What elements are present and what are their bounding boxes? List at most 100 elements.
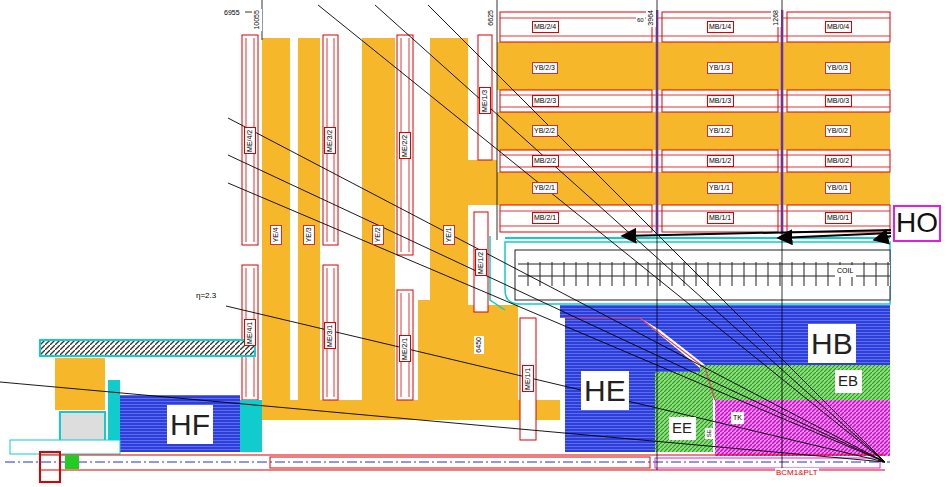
yoke-label: YB/0/2 — [825, 125, 851, 137]
subdetector-label: HO — [893, 205, 941, 242]
dimension-label: 3964 — [646, 9, 656, 27]
chamber-label: ME/4/1 — [244, 319, 256, 346]
chamber-label: MB/1/3 — [707, 95, 734, 107]
label-text: 6450 — [475, 337, 483, 353]
chamber-label: MB/2/4 — [532, 21, 559, 33]
dimension-label: 60 — [636, 16, 645, 25]
label-text: 10055 — [253, 10, 261, 29]
label-text: HF — [170, 408, 210, 441]
label-text: HO — [896, 208, 938, 239]
label-text: YE/1 — [445, 227, 453, 242]
yoke-label: YB/0/1 — [825, 182, 851, 194]
chamber-label: ME/1/3 — [479, 87, 491, 114]
yoke-label: YB/2/2 — [532, 125, 558, 137]
dimension-label: 10055 — [252, 9, 262, 31]
chamber-label: ME/3/1 — [324, 322, 336, 349]
chamber-label: ME/1/2 — [475, 249, 487, 276]
subdetector-label: HB — [808, 324, 856, 363]
label-text: MB/1/3 — [709, 97, 731, 105]
label-text: MB/0/3 — [827, 97, 849, 105]
dimension-label: 1268 — [771, 9, 781, 27]
label-text: MB/0/2 — [827, 157, 849, 165]
label-text: YB/2/1 — [534, 184, 555, 192]
chamber-label: MB/0/2 — [825, 155, 852, 167]
yoke-label: YE/4 — [270, 225, 282, 245]
yoke-label: YE/3 — [303, 225, 315, 245]
dimension-label: η=2.3 — [195, 291, 218, 302]
label-text: ME/4/1 — [246, 321, 254, 343]
subdetector-label: HE — [581, 371, 629, 410]
yoke-label: YE/1 — [443, 225, 455, 245]
subdetector-label: EB — [835, 370, 862, 393]
subdetector-label: HF — [167, 405, 213, 444]
chamber-label: MB/2/3 — [532, 95, 559, 107]
dimension-label: BCM1&PLT — [775, 468, 819, 479]
label-text: TK — [733, 414, 742, 422]
chamber-label: ME/3/2 — [324, 127, 336, 154]
yoke-label: YB/1/1 — [707, 182, 733, 194]
label-text: HB — [811, 327, 853, 360]
label-text: η=2.3 — [196, 292, 216, 301]
label-text: 3964 — [647, 10, 655, 26]
label-text: ME/2/2 — [401, 134, 409, 156]
subdetector-label: TK — [731, 412, 744, 424]
dimension-label: 6450 — [474, 336, 484, 354]
label-text: 60 — [637, 17, 644, 24]
label-text: YB/1/3 — [709, 64, 730, 72]
label-text: MB/2/2 — [534, 157, 556, 165]
chamber-label: ME/2/1 — [399, 335, 411, 362]
label-text: YB/2/2 — [534, 127, 555, 135]
label-text: MB/1/2 — [709, 157, 731, 165]
coil-label: COIL — [835, 265, 856, 277]
label-text: MB/1/1 — [709, 214, 731, 222]
chamber-label: MB/0/4 — [825, 21, 852, 33]
label-text: EE — [672, 420, 692, 437]
chamber-label: MB/2/2 — [532, 155, 559, 167]
label-text: 6955 — [224, 9, 240, 17]
label-text: MB/0/4 — [827, 23, 849, 31]
label-text: ME/2/1 — [401, 337, 409, 359]
yoke-label: YB/2/1 — [532, 182, 558, 194]
subdetector-label: EE — [669, 417, 696, 440]
label-text: 6625 — [487, 10, 495, 26]
label-text: ME/1/1 — [524, 367, 532, 389]
label-text: COIL — [837, 267, 853, 275]
label-text: MB/0/1 — [827, 214, 849, 222]
chamber-label: ME/4/2 — [244, 127, 256, 154]
yoke-label: YB/1/3 — [707, 62, 733, 74]
label-text: HE — [584, 374, 626, 407]
yoke-label: YB/1/2 — [707, 125, 733, 137]
yoke-label: YB/2/3 — [532, 62, 558, 74]
label-text: YB/1/1 — [709, 184, 730, 192]
yoke-label: YB/0/3 — [825, 62, 851, 74]
label-text: 1268 — [772, 10, 780, 26]
chamber-label: ME/2/2 — [399, 132, 411, 159]
label-text: YB/0/2 — [827, 127, 848, 135]
label-text: MB/1/4 — [709, 23, 731, 31]
label-text: BCM1&PLT — [776, 469, 818, 478]
chamber-label: MB/0/1 — [825, 212, 852, 224]
yoke-label: YE/2 — [372, 225, 384, 245]
chamber-label: MB/2/1 — [532, 212, 559, 224]
label-text: ME/1/3 — [481, 89, 489, 111]
label-text: YB/1/2 — [709, 127, 730, 135]
label-text: YB/2/3 — [534, 64, 555, 72]
dimension-label: 6955 — [223, 8, 241, 18]
label-text: MB/2/3 — [534, 97, 556, 105]
label-text: YE/4 — [272, 227, 280, 242]
chamber-label: MB/1/2 — [707, 155, 734, 167]
label-text: ME/3/1 — [326, 324, 334, 346]
dimension-label: 6625 — [486, 9, 496, 27]
label-text: YE/2 — [374, 227, 382, 242]
chamber-label: MB/1/1 — [707, 212, 734, 224]
chamber-label: ME/1/1 — [522, 365, 534, 392]
label-text: MB/2/4 — [534, 23, 556, 31]
label-text: YB/0/1 — [827, 184, 848, 192]
chamber-label: MB/1/4 — [707, 21, 734, 33]
label-text: YB/0/3 — [827, 64, 848, 72]
chamber-label: MB/0/3 — [825, 95, 852, 107]
label-text: SE — [706, 429, 713, 437]
label-text: EB — [838, 373, 858, 390]
